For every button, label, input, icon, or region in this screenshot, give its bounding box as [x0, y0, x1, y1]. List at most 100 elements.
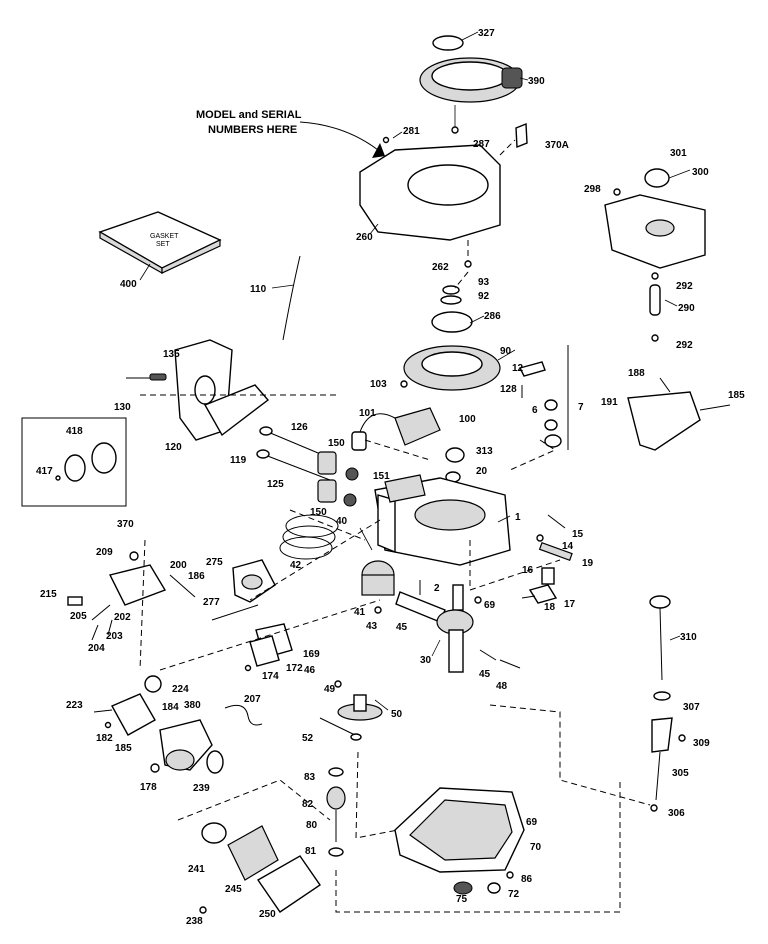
gasket-239: [206, 750, 224, 774]
label-238: 238: [186, 916, 203, 927]
starter-pulley: [431, 61, 509, 91]
annotation-arrowhead: [372, 143, 385, 158]
rewind-starter: [382, 35, 528, 149]
primer-224: [144, 675, 162, 693]
label-262: 262: [432, 262, 449, 273]
part-labels: 327 390 287 281 370A 260 262 400 301 300…: [36, 28, 745, 927]
label-287: 287: [473, 139, 490, 150]
screw-223: [93, 709, 113, 713]
label-52: 52: [302, 733, 314, 744]
label-327: 327: [478, 28, 495, 39]
screw-135: [149, 373, 167, 381]
part-16: [541, 567, 555, 585]
label-292a: 292: [676, 281, 693, 292]
model-serial-annotation: MODEL and SERIAL NUMBERS HERE: [196, 109, 385, 158]
label-82: 82: [302, 799, 314, 810]
label-18: 18: [544, 602, 556, 613]
retainer-151b: [343, 493, 357, 507]
label-186: 186: [188, 571, 205, 582]
filter-base-241: [201, 822, 227, 844]
label-72: 72: [508, 889, 520, 900]
label-86: 86: [521, 874, 533, 885]
gasket-set-package: [98, 211, 222, 269]
label-1: 1: [515, 512, 521, 523]
cylinder-bore: [414, 499, 486, 531]
muffler-cap-301: [644, 168, 670, 188]
label-41: 41: [354, 607, 366, 618]
label-70: 70: [530, 842, 542, 853]
screw-209: [129, 551, 139, 561]
label-43: 43: [366, 621, 378, 632]
screw-86: [506, 871, 514, 879]
label-241: 241: [188, 864, 205, 875]
label-42: 42: [290, 560, 302, 571]
crankshaft: [436, 584, 521, 673]
dipstick-cap-310: [649, 595, 671, 609]
label-6: 6: [532, 405, 538, 416]
label-174: 174: [262, 671, 279, 682]
muffler-outlet: [645, 219, 675, 237]
label-128: 128: [500, 384, 517, 395]
ring-2: [282, 525, 336, 549]
label-125: 125: [267, 479, 284, 490]
starter-cap: [432, 35, 464, 51]
assembly-lines: [140, 139, 651, 913]
screw-188: [659, 377, 671, 393]
label-17: 17: [564, 599, 576, 610]
muffler-nut-292a: [651, 272, 659, 280]
label-310: 310: [680, 632, 697, 643]
label-209: 209: [96, 547, 113, 558]
label-305: 305: [672, 768, 689, 779]
label-202: 202: [114, 612, 131, 623]
label-45a: 45: [396, 622, 408, 633]
carburetor-bowl: [165, 749, 195, 771]
label-417: 417: [36, 466, 53, 477]
label-14: 14: [562, 541, 574, 552]
label-277: 277: [203, 597, 220, 608]
label-119: 119: [230, 455, 247, 466]
blower-screw-281: [382, 136, 390, 144]
label-93: 93: [478, 277, 490, 288]
label-301: 301: [670, 148, 687, 159]
label-390: 390: [528, 76, 545, 87]
dipstick-tube-305: [651, 717, 673, 753]
label-169: 169: [303, 649, 320, 660]
governor-bracket: [627, 377, 731, 451]
label-150a: 150: [328, 438, 345, 449]
governor-gear: [319, 680, 383, 741]
label-69a: 69: [484, 600, 496, 611]
starter-handle: [501, 67, 523, 89]
dipstick: [649, 595, 686, 812]
valve-125: [264, 454, 331, 481]
bolt-48: [499, 659, 521, 669]
label-380: 380: [184, 700, 201, 711]
control-plate-200: [108, 564, 167, 606]
annotation-line1: MODEL and SERIAL: [196, 109, 302, 121]
screw-309: [678, 734, 686, 742]
label-83: 83: [304, 772, 316, 783]
part-49: [334, 680, 342, 688]
label-188: 188: [628, 368, 645, 379]
label-370: 370: [117, 519, 134, 530]
retainer-151a: [345, 467, 359, 481]
breather-assembly: [521, 514, 573, 604]
blower-screw-262: [464, 260, 472, 268]
label-309: 309: [693, 738, 710, 749]
label-239: 239: [193, 783, 210, 794]
seal-75: [453, 881, 473, 895]
bracket-12: [518, 361, 546, 377]
crankshaft-30: [448, 629, 464, 673]
screw-238: [199, 906, 207, 914]
label-100: 100: [459, 414, 476, 425]
muffler-nut-292b: [651, 334, 659, 342]
inset-frame: [21, 417, 127, 507]
flywheel-nut-93: [442, 285, 460, 295]
label-40: 40: [336, 516, 348, 527]
label-300: 300: [692, 167, 709, 178]
part-17: [528, 584, 558, 604]
valve-train: [256, 426, 465, 507]
label-370a: 370A: [545, 140, 569, 151]
o-ring-307: [653, 691, 671, 701]
part-178: [150, 763, 160, 773]
label-275: 275: [206, 557, 223, 568]
